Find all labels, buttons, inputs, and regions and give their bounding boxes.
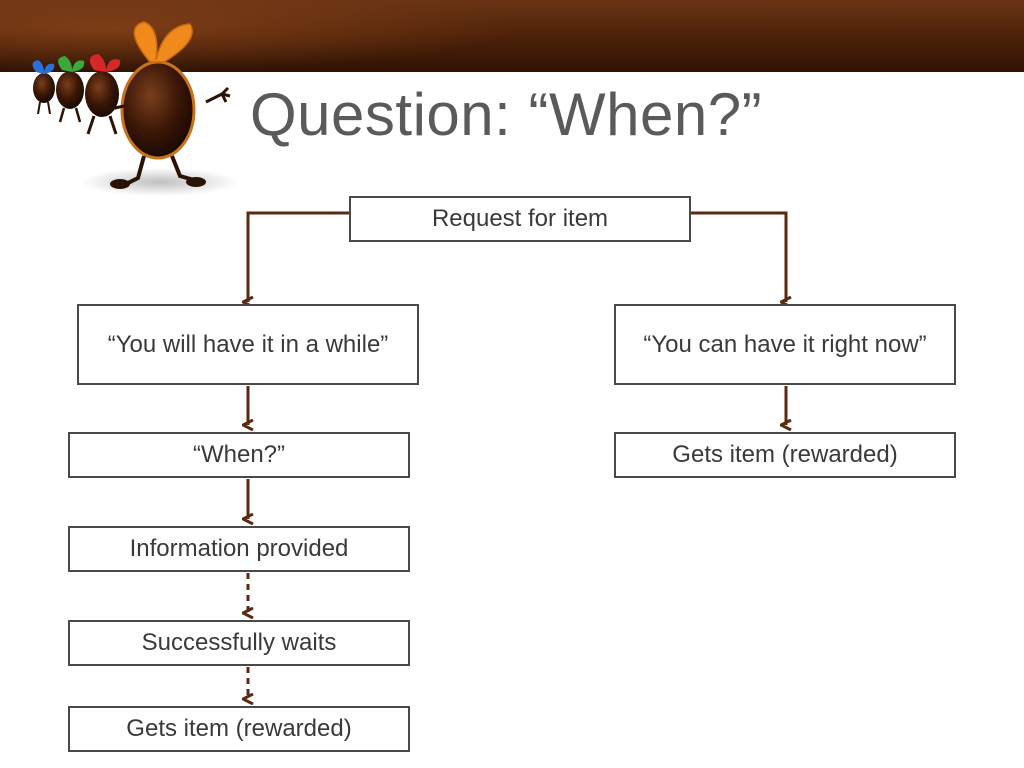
connector-root-to-right [691,211,786,302]
header-band [0,0,1024,72]
root-node: Request for item [349,196,691,242]
chocolate-egg-mascots-illustration [32,21,240,196]
right-node-gets-item: Gets item (rewarded) [614,432,956,478]
small-egg-blue [32,60,55,115]
left-node-when: “When?” [68,432,410,478]
slide-title: Question: “When?” [250,81,763,148]
left-node-information: Information provided [68,526,410,572]
main-egg-orange-bow [105,21,231,189]
left-node-wait: “You will have it in a while” [77,304,419,385]
right-node-now: “You can have it right now” [614,304,956,385]
small-egg-red [85,54,121,135]
connector-root-to-left [248,211,350,302]
left-node-gets-item: Gets item (rewarded) [68,706,410,752]
left-node-waits: Successfully waits [68,620,410,666]
small-egg-green [56,56,85,123]
